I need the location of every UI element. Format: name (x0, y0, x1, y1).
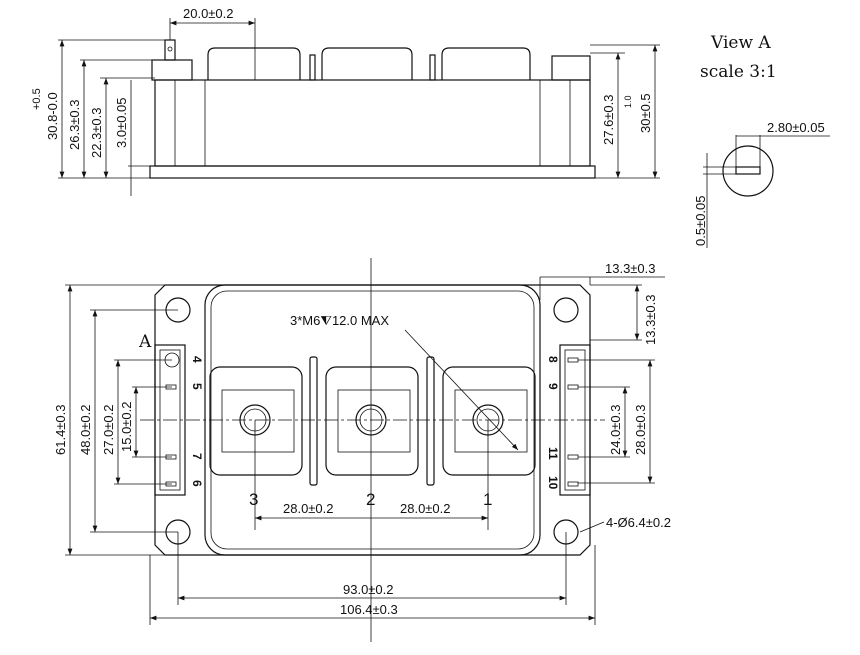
dim-terminal-pitch-left: 28.0±0.2 (283, 501, 334, 516)
terminal-2 (325, 366, 419, 476)
dim-hole-diameter: 4-Ø6.4±0.2 (606, 515, 671, 530)
pin-label: 11 (546, 447, 560, 460)
view-a-thickness: 0.5±0.05 (693, 195, 708, 246)
pin-label: 7 (190, 453, 204, 460)
mounting-hole (553, 297, 579, 323)
pin-label: 5 (190, 383, 204, 390)
view-a-scale: scale 3:1 (700, 62, 777, 82)
view-a-detail: View A scale 3:1 2.80±0.05 0.5±0.05 (693, 33, 830, 248)
dim-right-pin-outer: 28.0±0.3 (633, 404, 648, 455)
pin-label: 9 (546, 383, 560, 390)
dim-right-pin-inner: 24.0±0.3 (608, 404, 623, 455)
dim-hole-spacing: 48.0±0.2 (78, 404, 93, 455)
dim-tab-height: 26.3±0.3 (67, 99, 82, 150)
dim-total-height-tol: +0.5 (31, 88, 43, 110)
dim-overall-length: 106.4±0.3 (340, 602, 398, 617)
top-view: 3*M6⧨12.0 MAX A 3 2 1 4 5 7 6 8 9 11 10 … (53, 258, 671, 642)
view-a-width: 2.80±0.05 (767, 120, 825, 135)
pin-label: 8 (546, 356, 560, 363)
pin-label: 10 (546, 476, 560, 490)
pin-label: 4 (190, 356, 204, 363)
dim-terminal-pitch-right: 28.0±0.2 (400, 501, 451, 516)
dim-pin-outer: 27.0±0.2 (101, 404, 116, 455)
dim-overall-width: 61.4±0.3 (53, 404, 68, 455)
dim-side-pitch: 20.0±0.2 (183, 6, 234, 21)
dim-right-tol: 1.0 (623, 95, 633, 108)
terminal-label-2: 2 (366, 490, 375, 509)
dim-corner-y: 13.3±0.3 (643, 294, 658, 345)
terminal-3 (209, 366, 303, 476)
dim-right-total: 30±0.5 (638, 93, 653, 133)
dim-base-height: 3.0±0.05 (114, 97, 129, 148)
dim-hole-pitch: 93.0±0.2 (343, 582, 394, 597)
thread-spec: 3*M6⧨12.0 MAX (290, 313, 389, 328)
terminal-1 (442, 366, 536, 476)
view-a-marker: A (138, 332, 152, 352)
dim-total-height: 30.8-0.0 (45, 92, 60, 140)
terminal-label-3: 3 (249, 490, 258, 509)
dim-pin-inner: 15.0±0.2 (119, 401, 134, 452)
terminal-label-1: 1 (483, 490, 492, 509)
pin-label: 6 (190, 480, 204, 487)
dim-corner-x: 13.3±0.3 (605, 261, 656, 276)
dim-body-height: 22.3±0.3 (89, 107, 104, 158)
view-a-title: View A (710, 33, 771, 53)
dim-right-height: 27.6±0.3 (601, 94, 616, 145)
side-view: 20.0±0.2 30.8-0.0 +0.5 26.3±0.3 22.3±0.3… (31, 6, 660, 196)
